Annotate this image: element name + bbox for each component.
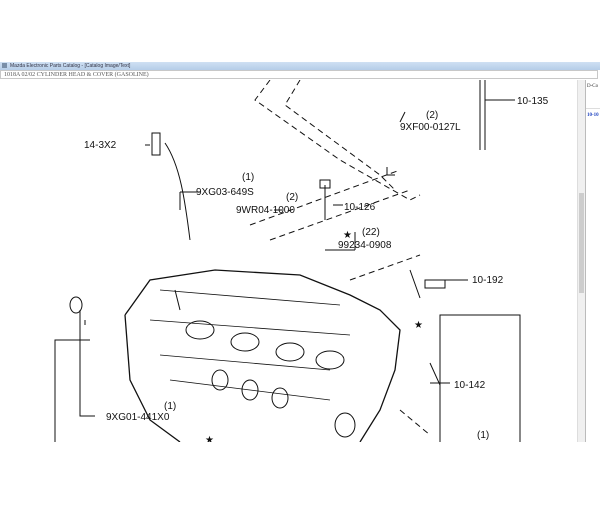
- part-label[interactable]: 99234-0908: [338, 240, 392, 251]
- parts-list-panel: D-Co 10-10: [585, 80, 600, 442]
- star-icon: ★: [343, 230, 352, 241]
- catalog-window: Mazda Electronic Parts Catalog - [Catalo…: [0, 62, 600, 442]
- part-label[interactable]: 10-135: [517, 96, 549, 107]
- cylinder-head: [124, 269, 401, 442]
- part-label[interactable]: 9XF00-0127L: [400, 122, 461, 133]
- part-label[interactable]: 14-3X2: [84, 140, 117, 151]
- qty-label: (22): [362, 227, 380, 238]
- qty-label: (1): [477, 430, 489, 441]
- qty-label: (1): [242, 172, 254, 183]
- rod: [479, 80, 486, 150]
- star-icon: ★: [205, 435, 214, 442]
- dowel: [151, 132, 161, 156]
- part-label[interactable]: 9XG01-441X0: [106, 412, 170, 423]
- part-label[interactable]: 10-192: [472, 275, 504, 286]
- part-label[interactable]: 9WR04-1000: [236, 205, 295, 216]
- app-icon: [2, 63, 7, 69]
- vertical-scrollbar[interactable]: [577, 80, 585, 442]
- parts-diagram[interactable]: ★ ★ ★ 14-3X2 (1) 9XG03-649S (2) 9WR04-10…: [0, 80, 577, 442]
- leader-lines: [79, 99, 515, 417]
- star-markers: ★ ★ ★: [205, 230, 423, 442]
- star-icon: ★: [414, 320, 423, 331]
- part-label[interactable]: 10-142: [454, 380, 486, 391]
- section-header: 1018A 02/02 CYLINDER HEAD & COVER (GASOL…: [0, 70, 598, 79]
- bolt-10-126: [319, 179, 331, 220]
- title-bar: Mazda Electronic Parts Catalog - [Catalo…: [0, 62, 600, 70]
- window-title: Mazda Electronic Parts Catalog - [Catalo…: [10, 63, 131, 69]
- column-header: D-Co: [586, 80, 600, 109]
- part-label[interactable]: 9XG03-649S: [196, 187, 254, 198]
- qty-label: (2): [426, 110, 438, 121]
- qty-label: (2): [286, 192, 298, 203]
- dashed-leader: [349, 254, 431, 436]
- qty-label: (1): [164, 401, 176, 412]
- dashed-outline: [249, 80, 421, 241]
- part-label[interactable]: 10-126: [344, 202, 376, 213]
- scrollbar-thumb[interactable]: [579, 193, 584, 293]
- parts-row[interactable]: 10-10: [587, 113, 599, 118]
